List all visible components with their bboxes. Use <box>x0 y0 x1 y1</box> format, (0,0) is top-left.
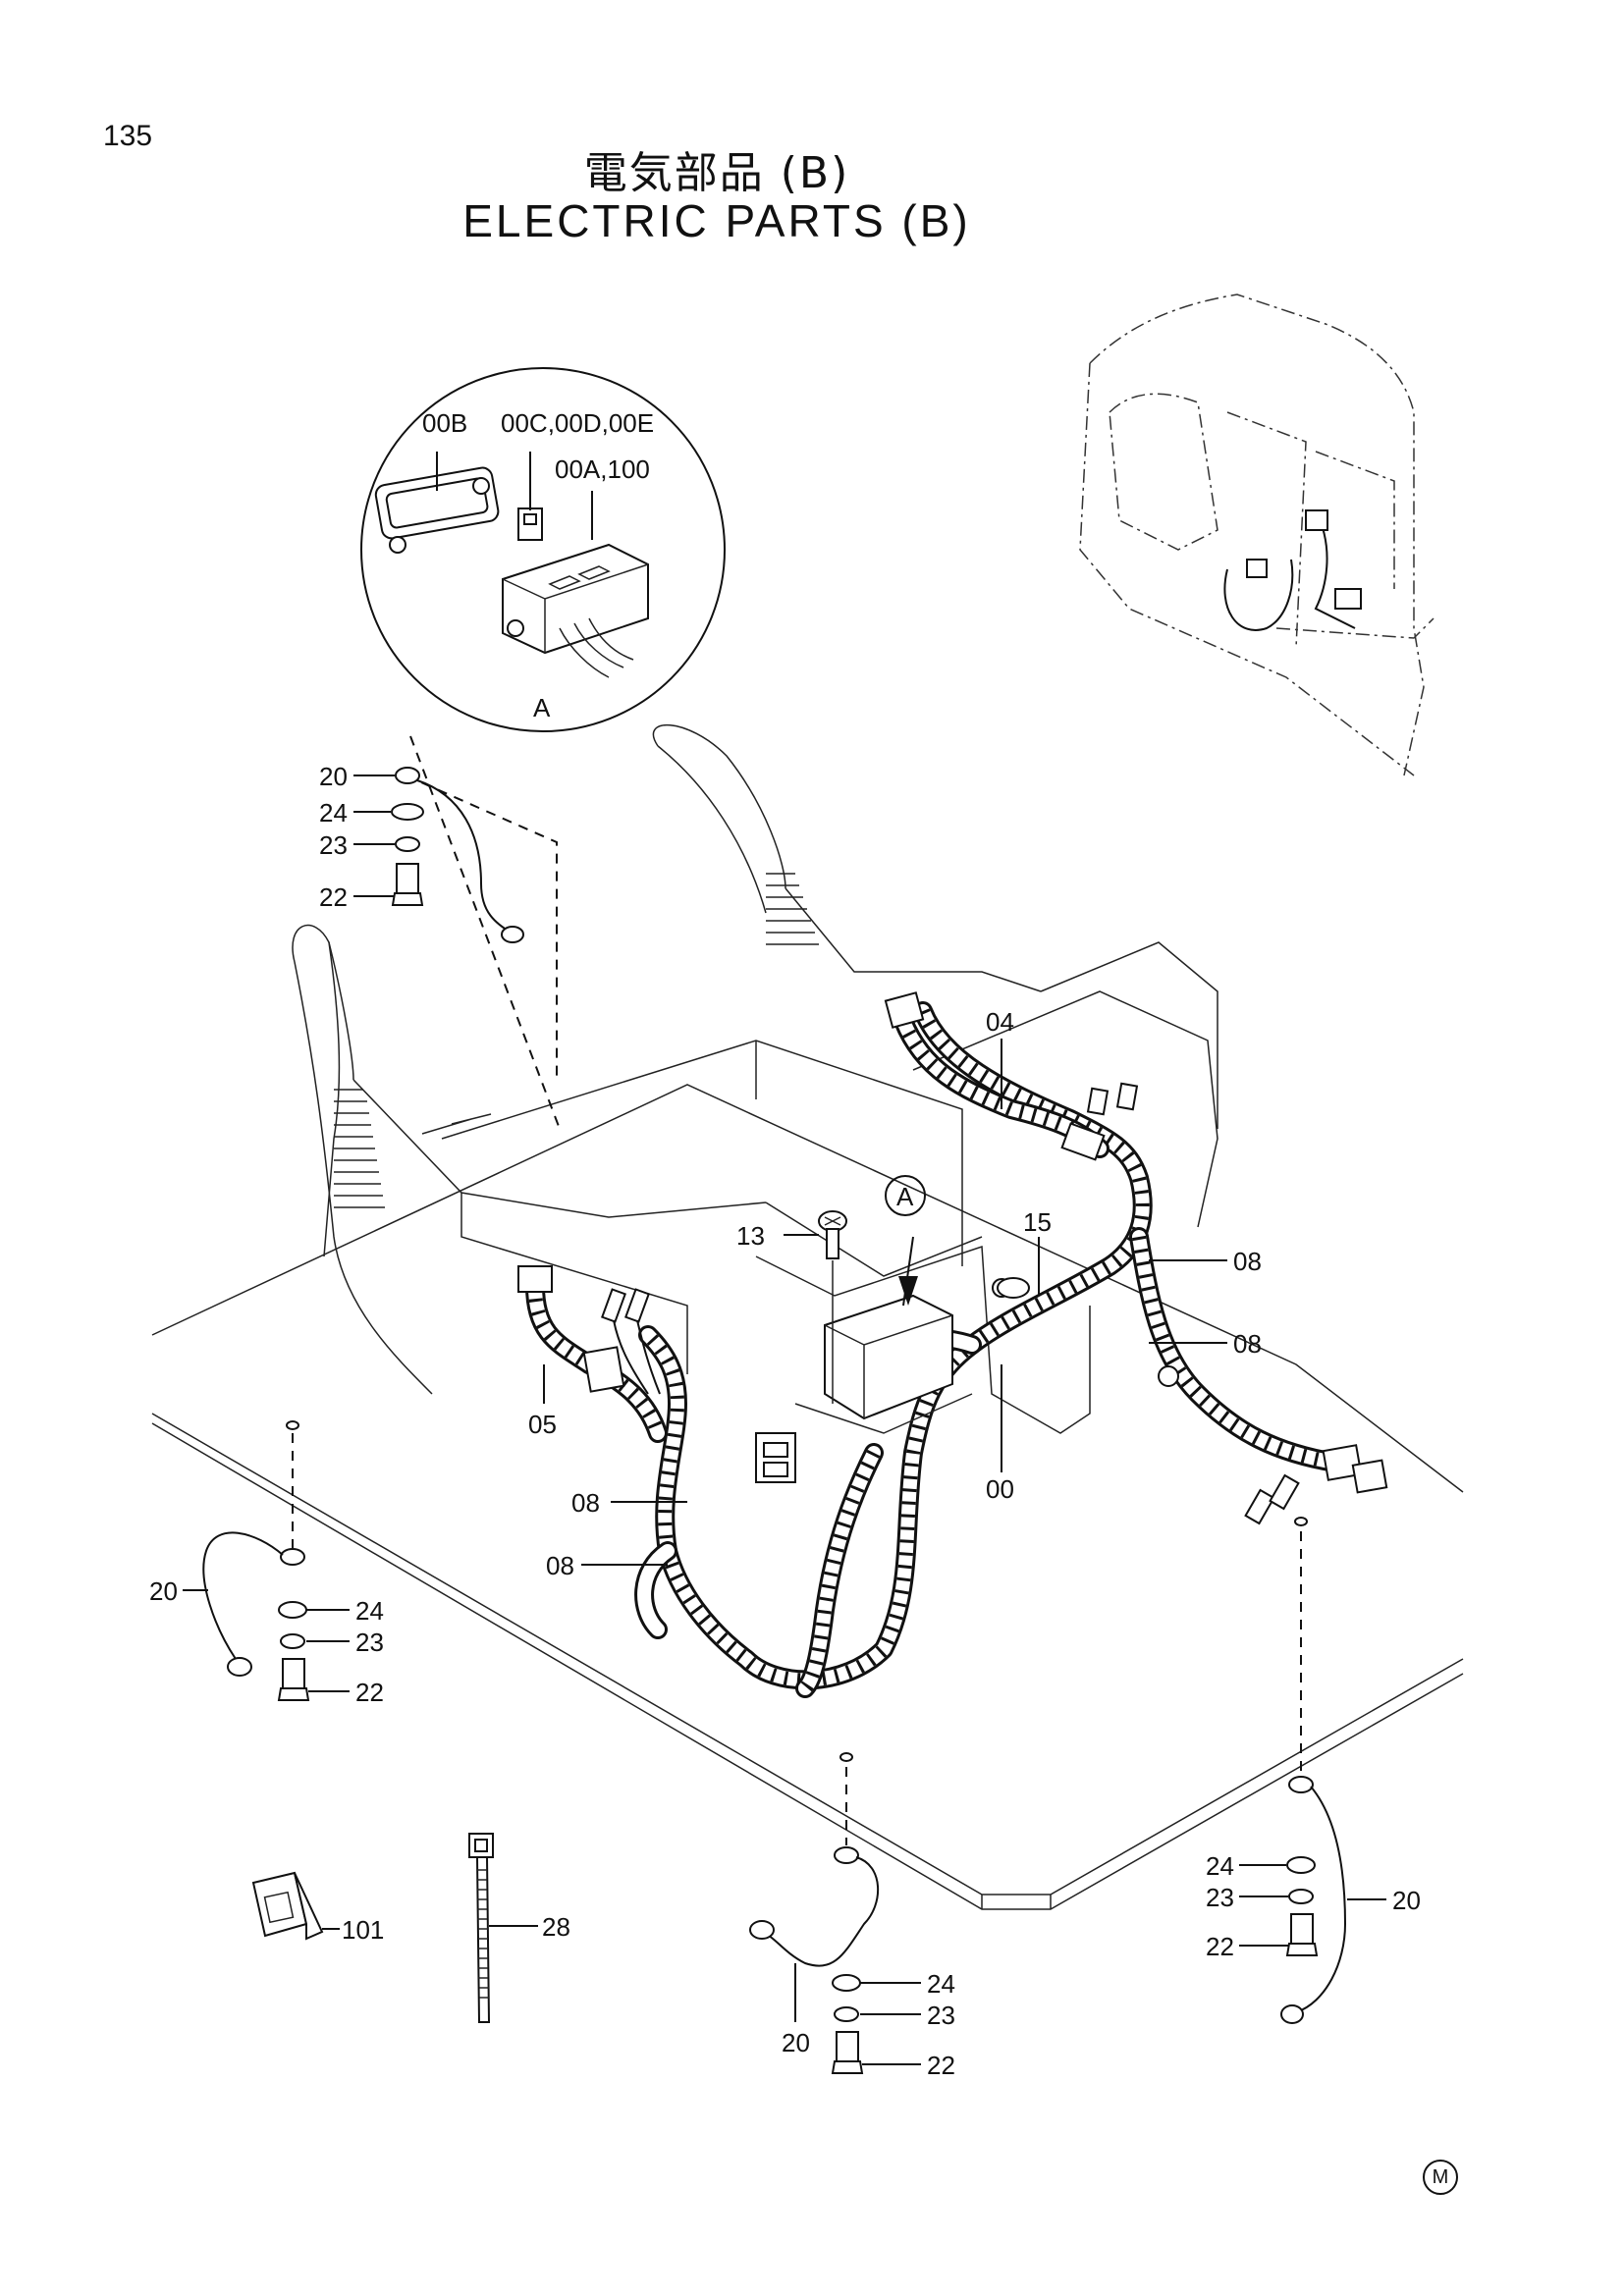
label-24: 24 <box>355 1596 384 1626</box>
label-28: 28 <box>542 1912 570 1942</box>
label-24: 24 <box>1206 1851 1234 1881</box>
label-23: 23 <box>319 830 348 860</box>
title-japanese: 電気部品 (B) <box>583 148 850 198</box>
upper-structure <box>292 724 1218 1434</box>
title-english: ELECTRIC PARTS (B) <box>462 195 971 246</box>
ground-wire-group-2: 20 24 23 22 <box>149 1420 384 1707</box>
label-plate-101: 101 <box>251 1871 384 1945</box>
callout-a-marker: A <box>896 1182 914 1211</box>
harness-connectors <box>755 1278 1388 1525</box>
callout-00c-00d-00e: 00C,00D,00E <box>501 408 654 438</box>
label-04: 04 <box>986 1007 1014 1037</box>
label-22: 22 <box>1206 1932 1234 1961</box>
relay-box: A <box>794 1175 973 1434</box>
label-20: 20 <box>149 1576 178 1606</box>
cab <box>1079 294 1435 776</box>
ground-wire-group-3: 20 24 23 22 <box>749 1752 955 2080</box>
ground-wire-group-1: 20 24 23 22 <box>319 762 558 1080</box>
label-20: 20 <box>782 2028 810 2057</box>
label-08: 08 <box>571 1488 600 1518</box>
label-24: 24 <box>319 798 348 828</box>
base-frame <box>151 1084 1464 1910</box>
callout-00b: 00B <box>422 408 467 438</box>
label-24: 24 <box>927 1969 955 1999</box>
ground-wire-group-4: 24 23 22 20 <box>1206 1517 1421 2024</box>
label-23: 23 <box>1206 1883 1234 1912</box>
label-08: 08 <box>546 1551 574 1580</box>
label-08: 08 <box>1233 1247 1262 1276</box>
clamp-15 <box>997 1237 1040 1299</box>
detail-circle-a: 00B 00C,00D,00E 00A,100 A <box>360 367 726 1130</box>
footer-mark: M <box>1423 2160 1458 2195</box>
label-101: 101 <box>342 1915 384 1945</box>
cable-tie-28: 28 <box>468 1833 570 2023</box>
sub-harness-04 <box>884 991 1139 1161</box>
label-20: 20 <box>1392 1886 1421 1915</box>
label-23: 23 <box>927 2001 955 2030</box>
leader-lines <box>543 1039 1227 1566</box>
detail-label-a: A <box>533 693 551 722</box>
label-23: 23 <box>355 1628 384 1657</box>
label-00: 00 <box>986 1474 1014 1504</box>
label-22: 22 <box>355 1678 384 1707</box>
label-05: 05 <box>528 1410 557 1439</box>
label-20: 20 <box>319 762 348 791</box>
label-22: 22 <box>319 882 348 912</box>
label-13: 13 <box>736 1221 765 1251</box>
callout-00a-100: 00A,100 <box>555 454 650 484</box>
screw-13 <box>784 1210 847 1404</box>
page-number: 135 <box>103 120 153 152</box>
label-08: 08 <box>1233 1329 1262 1359</box>
label-22: 22 <box>927 2051 955 2080</box>
label-15: 15 <box>1023 1207 1052 1237</box>
sub-harness-05 <box>517 1265 668 1443</box>
